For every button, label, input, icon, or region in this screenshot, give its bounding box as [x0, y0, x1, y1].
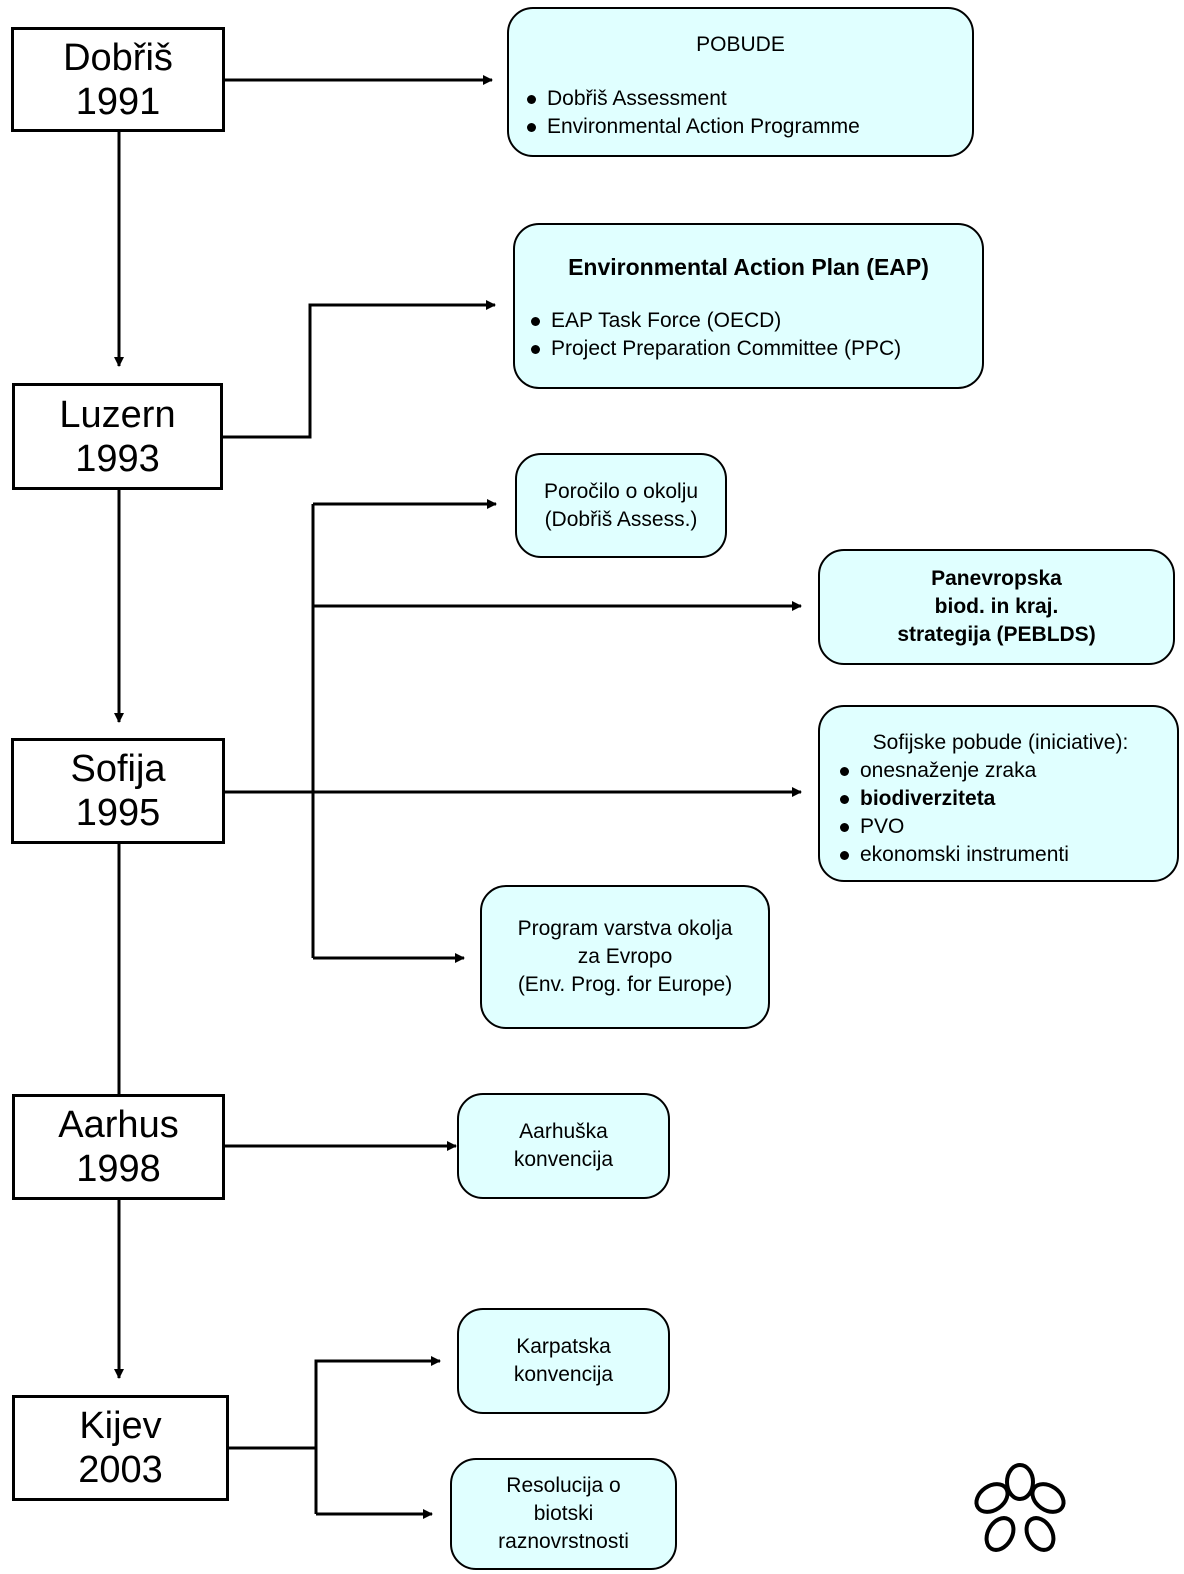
- box-sofijske-pobude: Sofijske pobude (iniciative): onesnaženj…: [818, 705, 1179, 882]
- box-line: Resolucija o: [506, 1474, 621, 1497]
- box-porocilo: Poročilo o okolju (Dobřiš Assess.): [515, 453, 727, 558]
- box-pobude: POBUDE Dobřiš Assessment Environmental A…: [507, 7, 974, 157]
- list-item: onesnaženje zraka: [838, 757, 1163, 785]
- box-aarhuska: Aarhuška konvencija: [457, 1093, 670, 1199]
- box-peblds: Panevropska biod. in kraj. strategija (P…: [818, 549, 1175, 665]
- box-line: (Env. Prog. for Europe): [517, 973, 733, 996]
- arrow-kijev-karpatska: [314, 1356, 441, 1514]
- list-item: biodiverziteta: [838, 785, 1163, 813]
- list-item: PVO: [838, 813, 1163, 841]
- list-item: Environmental Action Programme: [525, 113, 956, 141]
- conference-year: 1995: [75, 792, 161, 834]
- box-line: Aarhuška: [519, 1120, 608, 1143]
- conference-year: 1998: [76, 1148, 161, 1190]
- conference-city: Sofija: [70, 748, 166, 790]
- box-title: Environmental Action Plan (EAP): [568, 254, 929, 280]
- list-item: ekonomski instrumenti: [838, 841, 1163, 869]
- box-line: (Dobřiš Assess.): [544, 507, 698, 531]
- arrow-luzern-eap: [223, 300, 496, 439]
- knot-logo-icon: [974, 1463, 1066, 1552]
- box-line: Panevropska: [931, 567, 1062, 590]
- box-line: konvencija: [513, 1363, 614, 1386]
- conference-city: Luzern: [59, 393, 176, 436]
- conference-year: 1993: [75, 437, 160, 480]
- box-line: biod. in kraj.: [934, 595, 1059, 618]
- box-title: POBUDE: [696, 33, 785, 56]
- conference-kijev-2003: Kijev 2003: [12, 1395, 229, 1501]
- list-item: EAP Task Force (OECD): [529, 307, 968, 335]
- list-item: Project Preparation Committee (PPC): [529, 335, 968, 363]
- conference-sofija-1995: Sofija 1995: [11, 738, 225, 844]
- conference-year: 2003: [78, 1449, 163, 1491]
- conference-dobris-1991: Dobřiš 1991: [11, 27, 225, 132]
- box-line: Karpatska: [516, 1335, 611, 1358]
- box-line: konvencija: [513, 1148, 614, 1171]
- conference-year: 1991: [75, 80, 161, 123]
- conference-luzern-1993: Luzern 1993: [12, 383, 223, 490]
- box-line: Poročilo o okolju: [543, 479, 699, 503]
- box-program: Program varstva okolja za Evropo (Env. P…: [480, 885, 770, 1029]
- conference-city: Dobřiš: [63, 36, 173, 79]
- box-line: biotski: [533, 1502, 594, 1525]
- box-resolucija: Resolucija o biotski raznovrstnosti: [450, 1458, 677, 1570]
- conference-city: Aarhus: [58, 1104, 179, 1146]
- box-eap: Environmental Action Plan (EAP) EAP Task…: [513, 223, 984, 389]
- bullet-list: onesnaženje zraka biodiverziteta PVO eko…: [838, 757, 1163, 869]
- box-line: Program varstva okolja: [517, 917, 733, 940]
- conference-aarhus-1998: Aarhus 1998: [12, 1094, 225, 1200]
- box-line: strategija (PEBLDS): [897, 623, 1096, 646]
- conference-city: Kijev: [79, 1405, 162, 1447]
- bullet-list: EAP Task Force (OECD) Project Preparatio…: [529, 307, 968, 363]
- list-item: Dobřiš Assessment: [525, 85, 956, 113]
- box-line: raznovrstnosti: [498, 1530, 629, 1553]
- box-title: Sofijske pobude (iniciative):: [872, 731, 1129, 754]
- box-line: za Evropo: [577, 945, 673, 968]
- box-karpatska: Karpatska konvencija: [457, 1308, 670, 1414]
- bullet-list: Dobřiš Assessment Environmental Action P…: [525, 85, 956, 141]
